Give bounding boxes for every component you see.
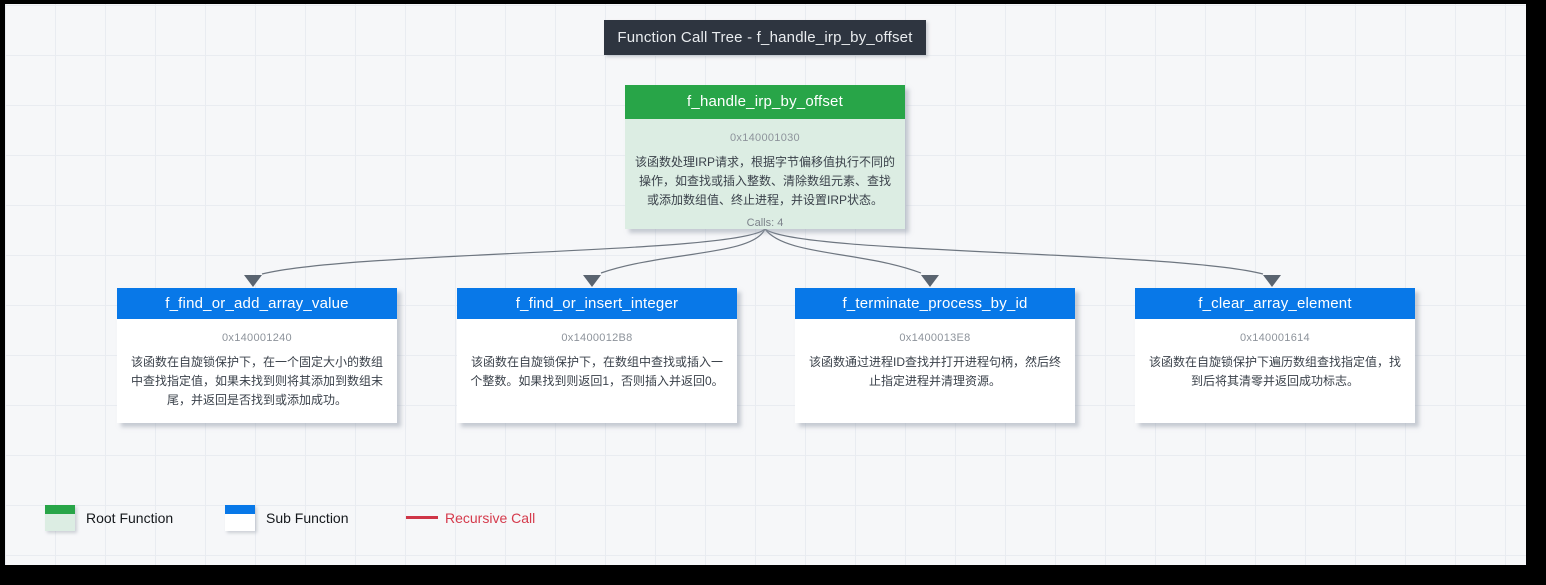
root-function-name: f_handle_irp_by_offset xyxy=(625,85,905,119)
call-tree-canvas[interactable]: Function Call Tree - f_handle_irp_by_off… xyxy=(5,4,1526,565)
legend-sub-function-label: Sub Function xyxy=(266,510,349,526)
sub-function-name: f_find_or_insert_integer xyxy=(457,288,737,319)
legend-sub-swatch-header xyxy=(225,505,255,514)
legend-root-function-swatch xyxy=(45,505,75,531)
sub-function-address: 0x140001240 xyxy=(222,332,292,344)
sub-function-address: 0x1400012B8 xyxy=(561,332,633,344)
legend-sub-swatch-body xyxy=(225,514,255,531)
sub-function-description: 该函数通过进程ID查找并打开进程句柄，然后终止指定进程并清理资源。 xyxy=(808,355,1061,388)
legend-root-function-label: Root Function xyxy=(86,510,174,526)
sub-function-node-terminate-process-by-id[interactable]: f_terminate_process_by_id 0x1400013E8 该函… xyxy=(795,288,1075,423)
sub-function-node-clear-array-element[interactable]: f_clear_array_element 0x140001614 该函数在自旋… xyxy=(1135,288,1415,423)
legend-root-swatch-body xyxy=(45,514,75,531)
sub-function-address: 0x140001614 xyxy=(1240,332,1310,344)
call-edge xyxy=(261,228,766,275)
call-edge xyxy=(764,228,1264,275)
root-function-calls: Calls: 4 xyxy=(746,217,784,229)
call-edge xyxy=(764,228,922,274)
legend-sub-function-swatch xyxy=(225,505,255,531)
legend-root-swatch-header xyxy=(45,505,75,514)
diagram-title: Function Call Tree - f_handle_irp_by_off… xyxy=(604,20,926,55)
sub-function-description: 该函数在自旋锁保护下，在数组中查找或插入一个整数。如果找到则返回1，否则插入并返… xyxy=(470,355,724,388)
sub-function-name: f_clear_array_element xyxy=(1135,288,1415,319)
arrowhead-icon xyxy=(244,275,262,287)
sub-function-description: 该函数在自旋锁保护下遍历数组查找指定值，找到后将其清零并返回成功标志。 xyxy=(1148,355,1401,388)
call-edge xyxy=(600,228,766,274)
root-function-address: 0x140001030 xyxy=(730,132,800,144)
legend-recursive-call-line xyxy=(406,516,438,519)
sub-function-name: f_terminate_process_by_id xyxy=(795,288,1075,319)
sub-function-node-find-or-add-array-value[interactable]: f_find_or_add_array_value 0x140001240 该函… xyxy=(117,288,397,423)
sub-function-name: f_find_or_add_array_value xyxy=(117,288,397,319)
root-function-description: 该函数处理IRP请求，根据字节偏移值执行不同的操作，如查找或插入整数、清除数组元… xyxy=(635,155,896,207)
arrowhead-icon xyxy=(1263,275,1281,287)
sub-function-address: 0x1400013E8 xyxy=(899,332,971,344)
arrowhead-icon xyxy=(583,275,601,287)
sub-function-node-find-or-insert-integer[interactable]: f_find_or_insert_integer 0x1400012B8 该函数… xyxy=(457,288,737,423)
root-function-node[interactable]: f_handle_irp_by_offset 0x140001030 该函数处理… xyxy=(625,85,905,229)
legend-recursive-call-label: Recursive Call xyxy=(445,510,536,526)
sub-function-description: 该函数在自旋锁保护下，在一个固定大小的数组中查找指定值，如果未找到则将其添加到数… xyxy=(130,355,383,407)
arrowhead-icon xyxy=(921,275,939,287)
